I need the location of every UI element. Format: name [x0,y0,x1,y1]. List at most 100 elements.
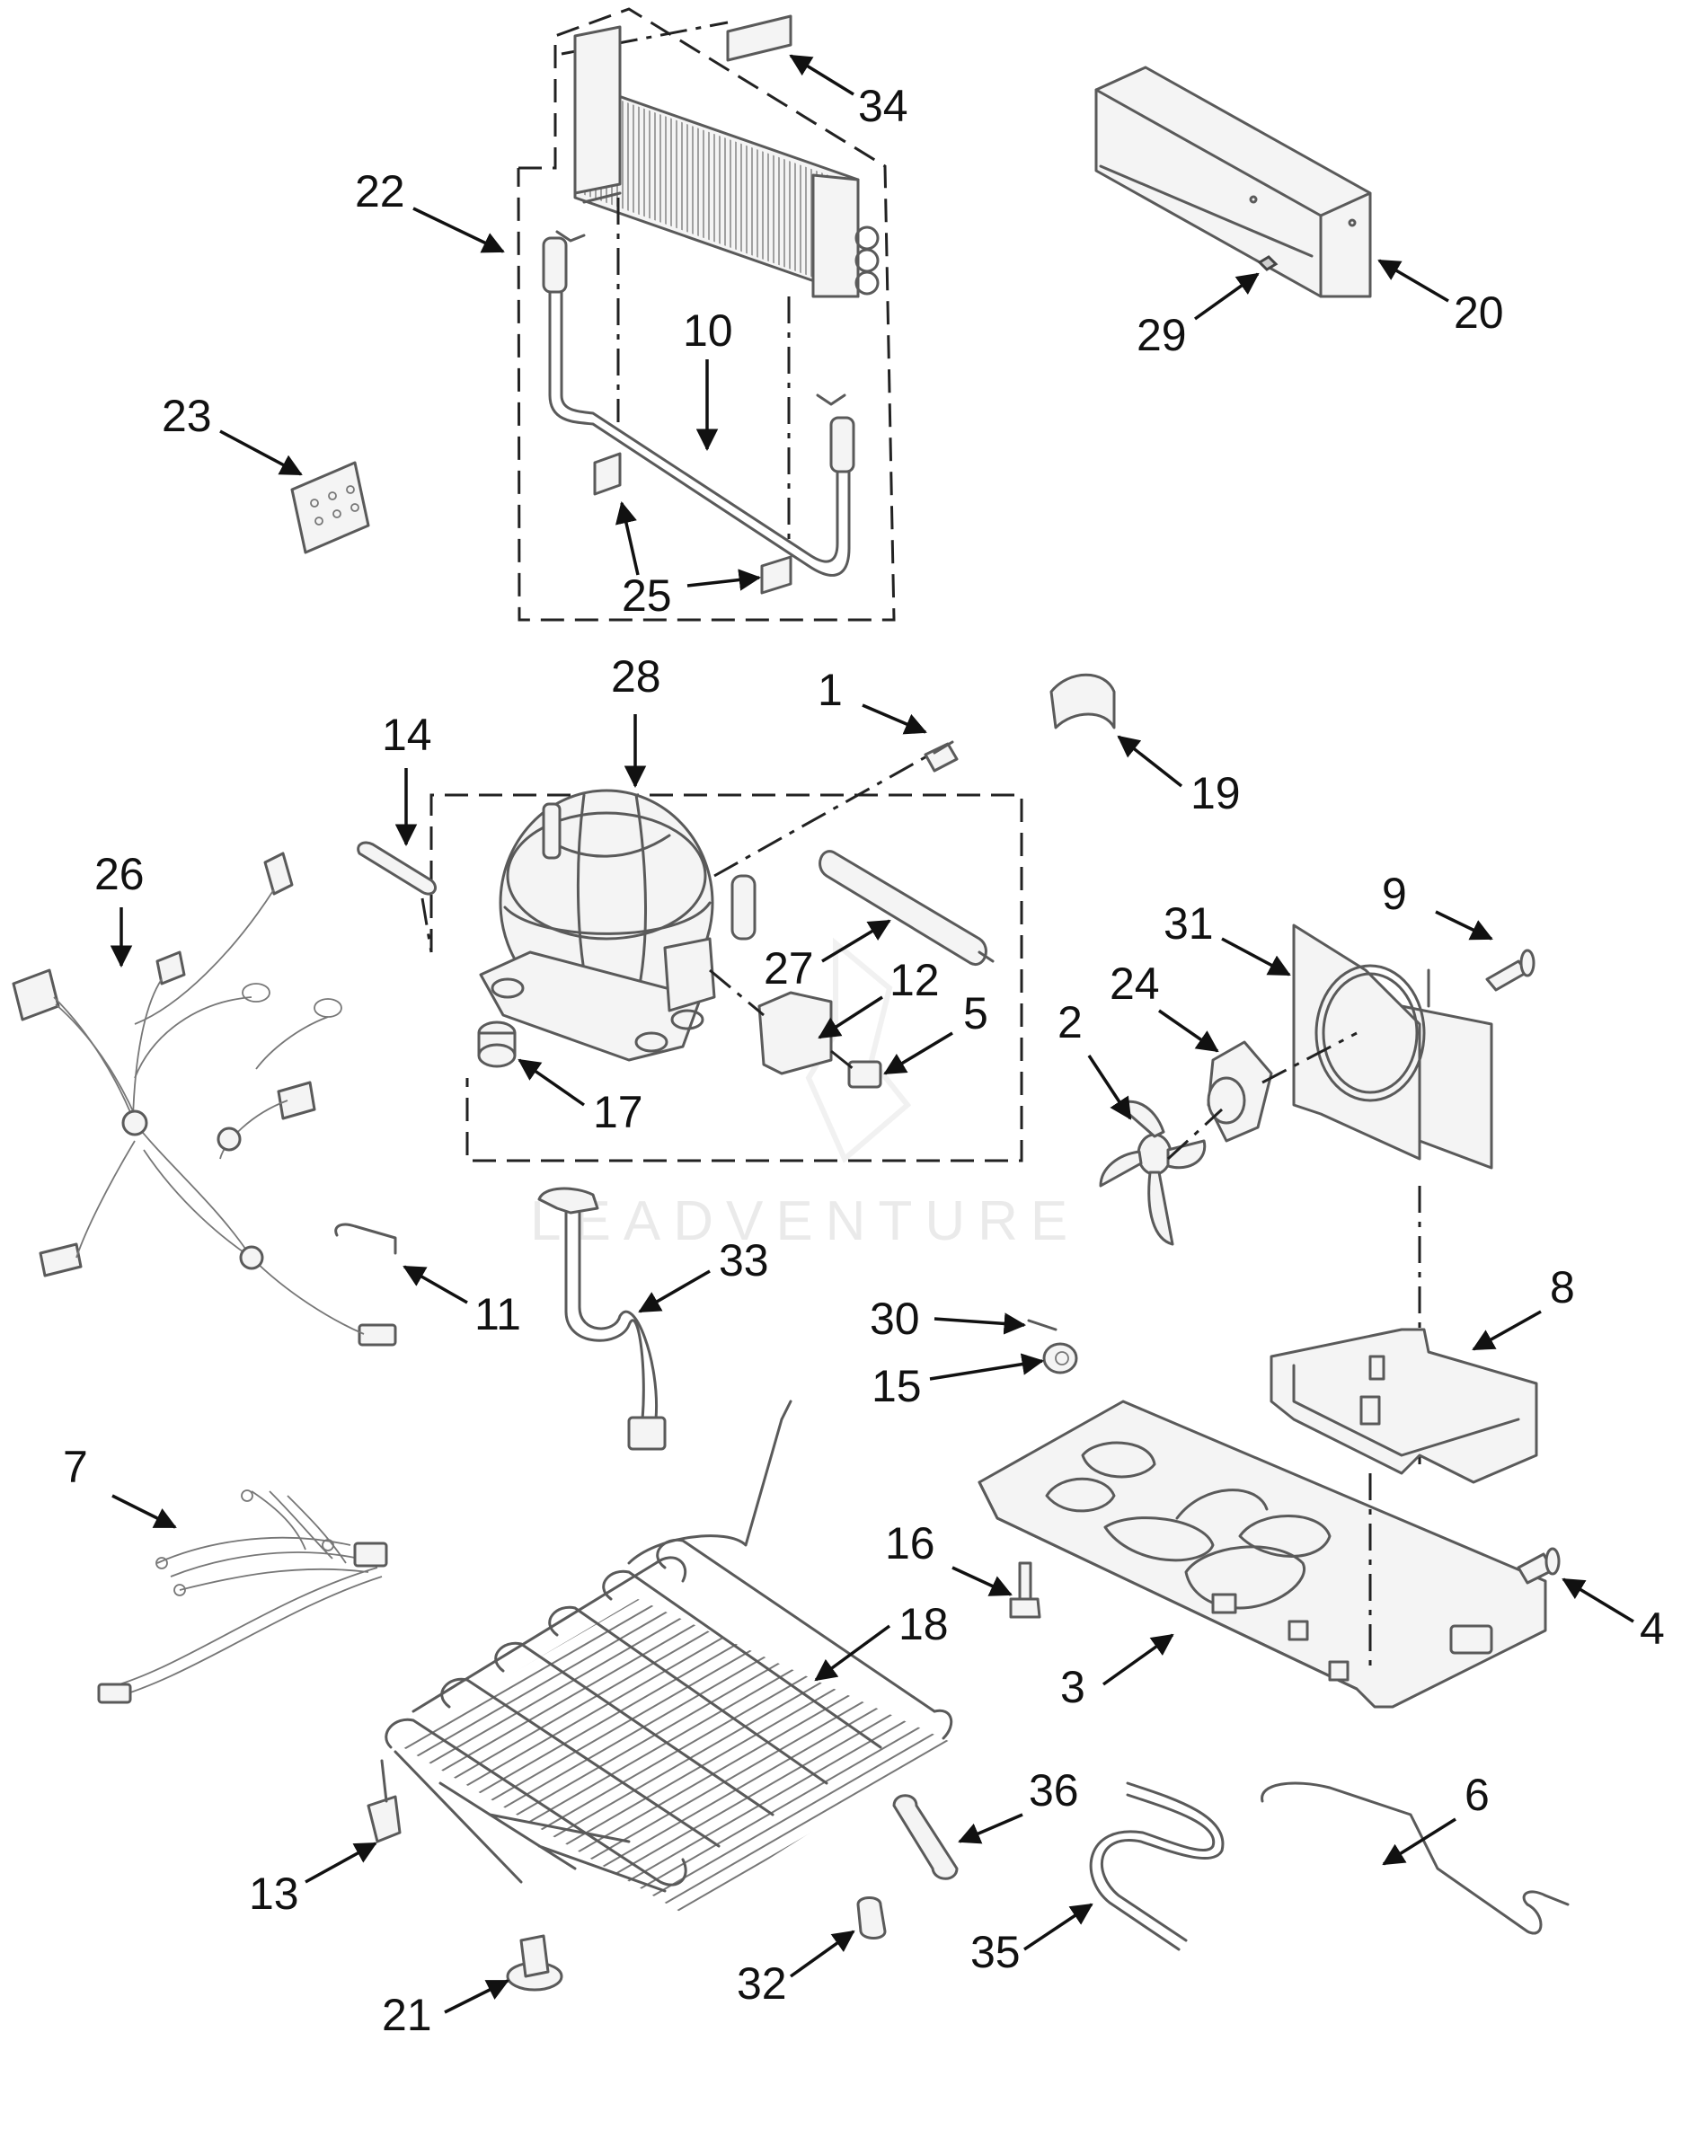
callout-label-19: 19 [1190,768,1241,818]
callout-label-24: 24 [1110,959,1160,1009]
callout-label-17: 17 [593,1087,643,1137]
callout-label-1: 1 [818,665,843,715]
callout-label-28: 28 [611,651,661,702]
callout-34: 34 [789,54,908,131]
callout-27: 27 [764,919,891,994]
callout-label-3: 3 [1060,1662,1085,1712]
leader-line-6 [1382,1817,1456,1866]
callout-20: 20 [1377,259,1504,338]
callout-label-27: 27 [764,943,814,994]
callout-label-16: 16 [885,1518,935,1568]
callout-7: 7 [63,1442,177,1529]
callout-28: 28 [611,651,661,789]
callout-8: 8 [1472,1262,1575,1351]
callout-label-11: 11 [474,1289,521,1339]
clip [1049,673,1116,729]
foam-strip [726,14,792,62]
callout-21: 21 [382,1979,509,2040]
capillary-tube [1261,1781,1570,1935]
callout-23: 23 [162,391,303,476]
leader-line-16 [951,1566,1013,1596]
callout-label-9: 9 [1382,869,1407,919]
callout-label-5: 5 [963,988,988,1038]
leader-line-20 [1377,259,1449,303]
callout-6: 6 [1382,1770,1490,1866]
callout-label-20: 20 [1454,287,1504,338]
callout-31: 31 [1164,898,1291,976]
callout-label-31: 31 [1164,898,1214,949]
callout-30: 30 [870,1294,1027,1344]
tube-36 [892,1794,959,1880]
base-plate [978,1400,1547,1709]
callout-1: 1 [818,665,927,735]
callout-24: 24 [1110,959,1219,1053]
evaporator-assembly [517,7,896,622]
leader-line-13 [305,1842,377,1884]
fan-shroud [1292,923,1493,1170]
condenser-coil [385,1400,953,1913]
grommet-21 [506,1934,563,1992]
callout-2: 2 [1058,997,1132,1120]
leader-line-2 [1087,1055,1132,1120]
compressor-assembly [429,753,1023,1162]
callout-26: 26 [94,849,145,968]
watermark-text: LEADVENTURE [530,1190,1080,1252]
leader-line-23 [219,429,303,476]
leader-line-12 [818,995,883,1039]
leader-line-7 [111,1494,177,1529]
callout-label-21: 21 [382,1990,432,2040]
pin-and-knob [1027,1319,1078,1374]
leader-line-22 [412,207,505,253]
callout-18: 18 [814,1599,949,1682]
callout-label-29: 29 [1137,310,1187,360]
callout-16: 16 [885,1518,1013,1596]
leader-line-33 [638,1269,711,1313]
leader-line-36 [958,1813,1023,1844]
callout-15: 15 [872,1353,1045,1411]
coil-clip [367,1759,402,1843]
callout-label-12: 12 [889,955,940,1005]
leader-line-19 [1117,735,1183,788]
callout-14: 14 [382,710,432,847]
callout-12: 12 [818,955,940,1039]
callout-10: 10 [683,305,733,452]
leader-line-9 [1435,910,1493,941]
callout-label-33: 33 [719,1235,769,1286]
leader-line-27 [821,919,891,963]
callout-9: 9 [1382,869,1493,941]
bolt-16 [1009,1561,1041,1619]
callout-label-35: 35 [970,1927,1021,1977]
wire-harness [12,852,397,1347]
leader-line-21 [444,1979,509,2014]
leader-line-25b [686,569,762,591]
callout-label-32: 32 [737,1958,787,2009]
callout-label-18: 18 [898,1599,949,1649]
callout-25: 25 [615,501,762,621]
leader-line-35 [1023,1903,1093,1951]
leader-line-5 [883,1031,953,1075]
leader-line-4 [1562,1577,1634,1623]
callout-29: 29 [1137,272,1260,360]
leader-line-17 [518,1058,585,1107]
callout-11: 11 [403,1265,521,1339]
callout-19: 19 [1117,735,1241,818]
callout-label-14: 14 [382,710,432,760]
screw [924,740,959,773]
fan-bracket [1270,1328,1538,1484]
callout-22: 22 [355,166,505,253]
wiring-7 [97,1489,388,1704]
fan-blade [1099,1100,1224,1246]
callout-33: 33 [638,1235,769,1313]
leader-line-1 [862,703,927,735]
u-tube [1089,1781,1225,1951]
leader-line-15 [929,1353,1045,1381]
callout-32: 32 [737,1930,855,2009]
wire-bracket [334,1223,397,1255]
callout-5: 5 [883,988,988,1075]
callout-17: 17 [518,1058,643,1137]
callout-label-26: 26 [94,849,145,899]
callout-label-34: 34 [858,81,908,131]
callout-label-13: 13 [249,1869,299,1919]
leader-line-18 [814,1624,891,1682]
